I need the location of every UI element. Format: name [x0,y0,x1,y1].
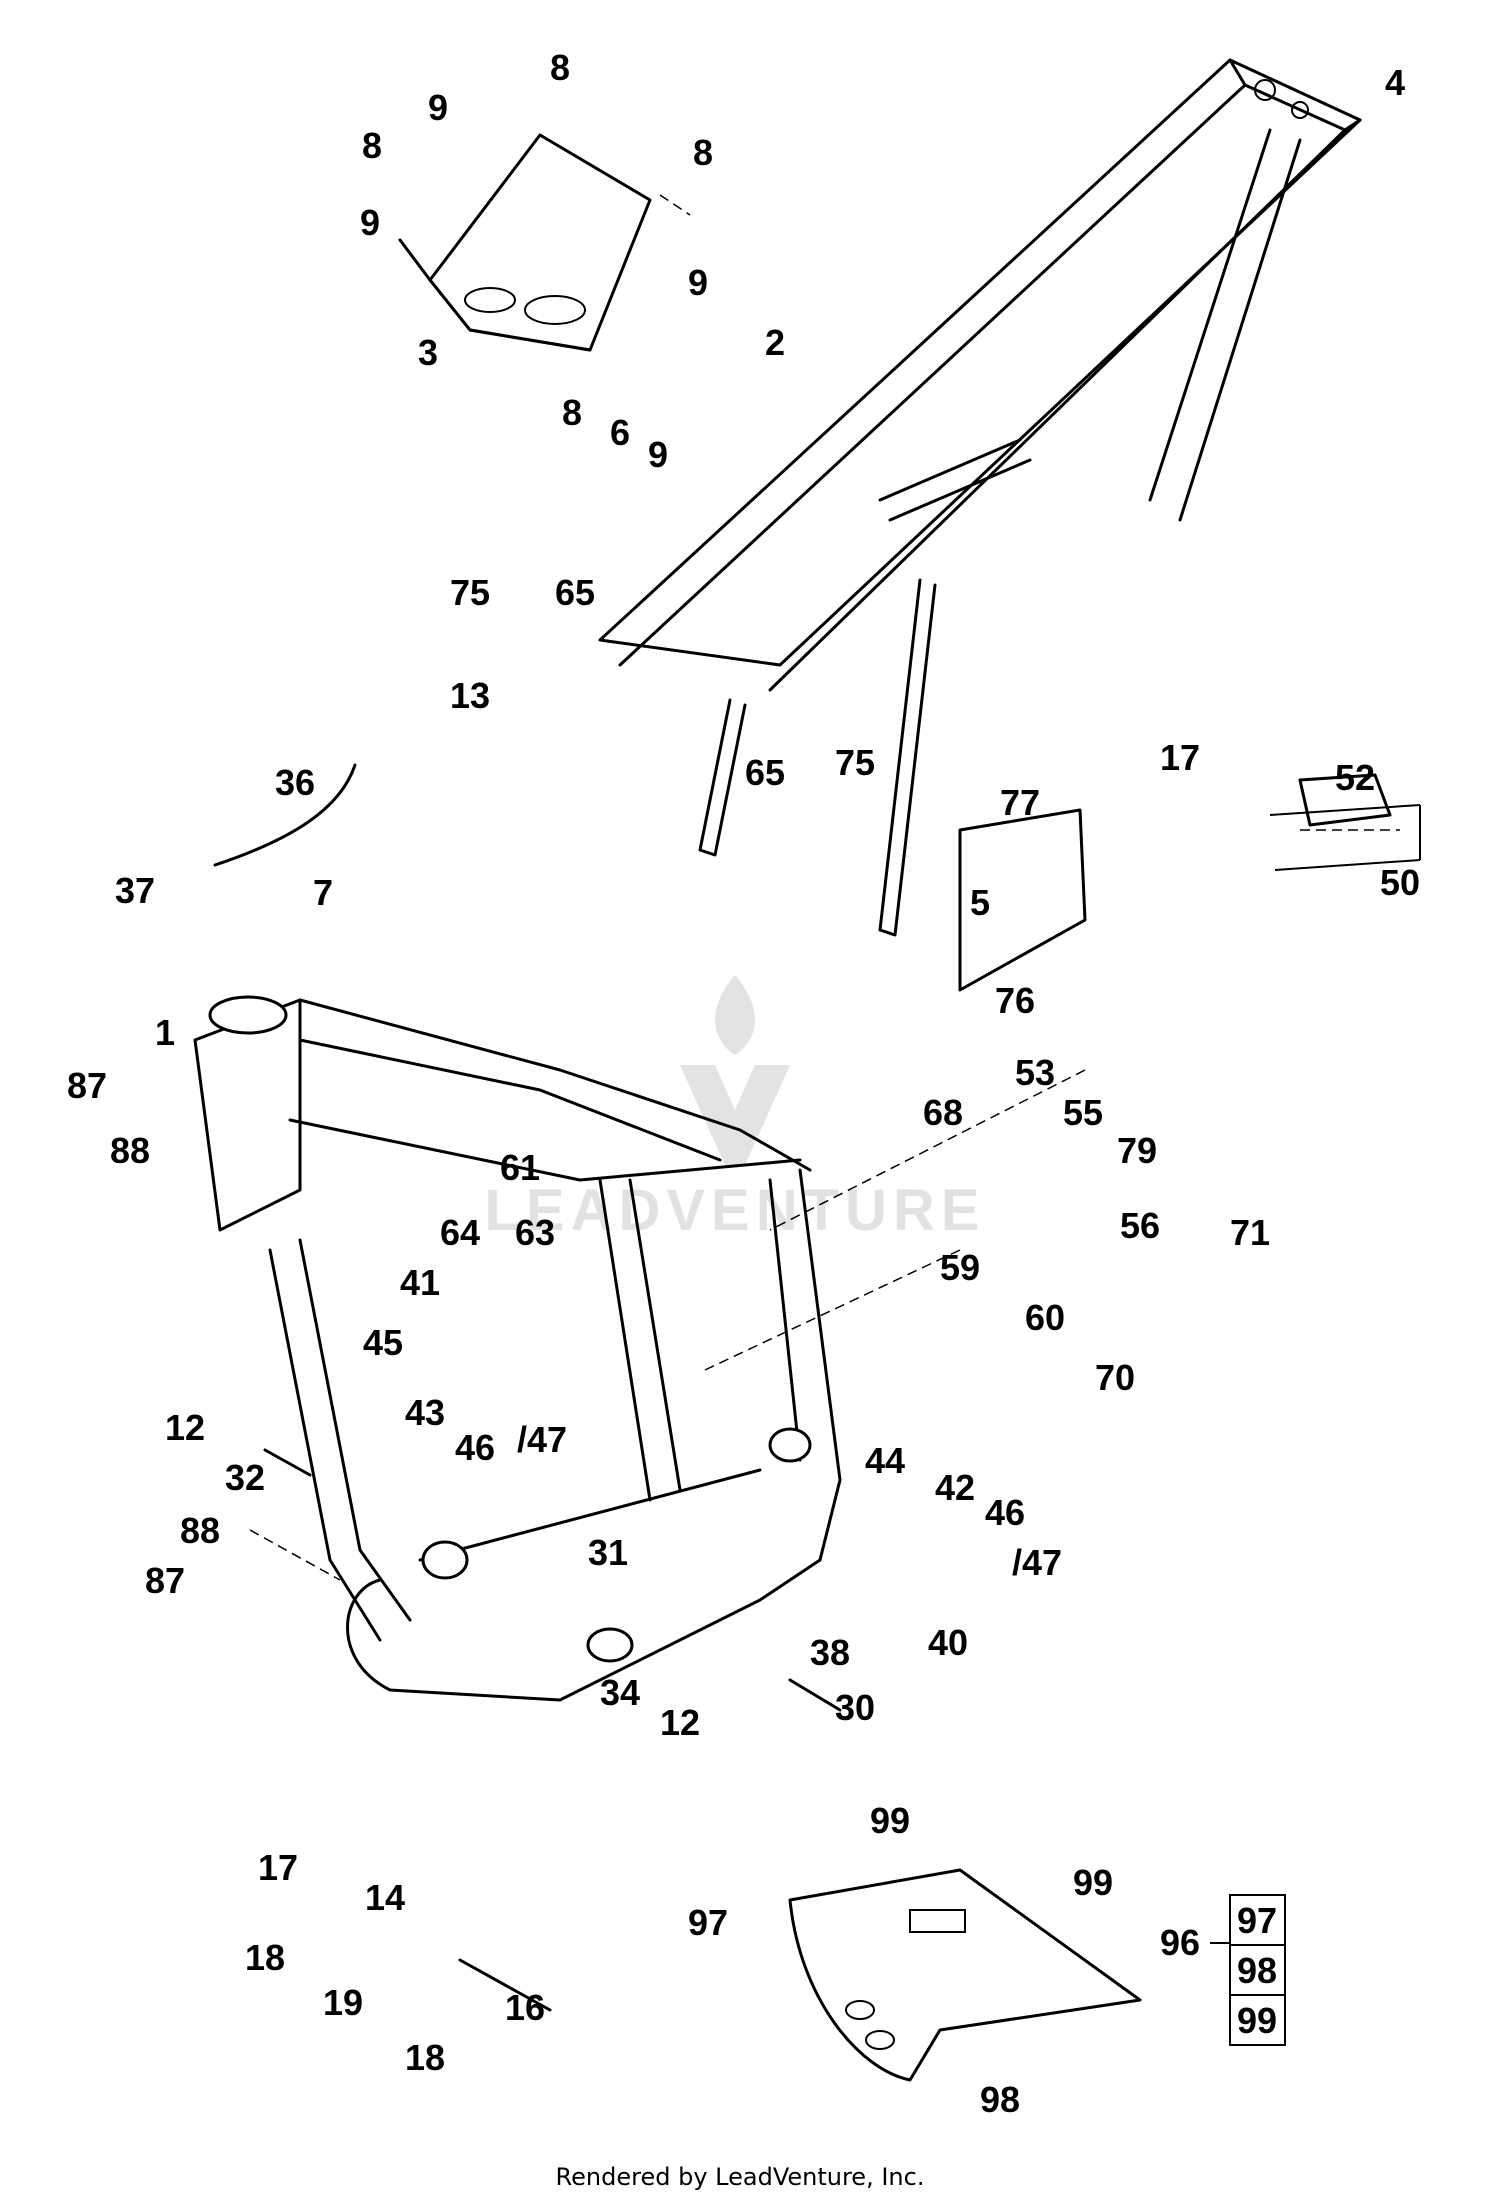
callout-52: 52 [1335,757,1375,798]
callout-88b: 88 [180,1510,220,1551]
kit-box-item: 98 [1237,1950,1277,1991]
watermark-text: LEADVENTURE [484,1178,985,1243]
callout-76: 76 [995,980,1035,1021]
callout-79: 79 [1117,1130,1157,1171]
callout-65a: 65 [555,572,595,613]
callout-42: 42 [935,1467,975,1508]
callout-60: 60 [1025,1297,1065,1338]
callout-45: 45 [363,1322,403,1363]
callout-59: 59 [940,1247,980,1288]
callout-12b: 12 [660,1702,700,1743]
callout-75b: 75 [835,742,875,783]
callout-96: 96 [1160,1922,1200,1963]
callout-53: 53 [1015,1052,1055,1093]
callout-99b: 99 [1073,1862,1113,1903]
callout-14: 14 [365,1877,405,1918]
callout-8a: 8 [550,47,570,88]
callout-64: 64 [440,1212,480,1253]
callout-77: 77 [1000,782,1040,823]
watermark-v-icon [680,1065,790,1165]
callout-5: 5 [970,882,990,923]
kit-box-item: 97 [1237,1900,1277,1941]
footrest-kit-drawing [1269,773,1421,871]
callout-71: 71 [1230,1212,1270,1253]
callout-46b: 46 [985,1492,1025,1533]
watermark: LEADVENTURE [484,975,985,1243]
kit-box: 97 98 99 [1210,1894,1286,2046]
callout-18a: 18 [245,1937,285,1978]
callout-1: 1 [155,1012,175,1053]
kit-box-frame [1229,1894,1286,2046]
subframe-drawing [598,58,1362,937]
callout-68: 68 [923,1092,963,1133]
callout-34: 34 [600,1672,640,1713]
callout-18b: 18 [405,2037,445,2078]
callout-30: 30 [835,1687,875,1728]
callout-47b: /47 [1012,1542,1062,1583]
skid-plate-drawing [788,1868,1142,2082]
callout-87b: 87 [145,1560,185,1601]
callout-8c: 8 [693,132,713,173]
callout-9d: 9 [648,434,668,475]
callout-46a: 46 [455,1427,495,1468]
callout-36: 36 [275,762,315,803]
callout-4: 4 [1385,62,1405,103]
main-frame-drawing [193,995,842,1702]
callout-9c: 9 [688,262,708,303]
callout-17b: 17 [258,1847,298,1888]
callout-labels: 1 2 3 4 5 6 7 8 8 8 8 9 9 9 9 12 12 13 1… [67,47,1420,2120]
side-bracket-drawing [958,808,1087,992]
callout-3: 3 [418,332,438,373]
kit-box-item: 99 [1237,2000,1277,2041]
callout-13: 13 [450,675,490,716]
callout-97: 97 [688,1902,728,1943]
bracket-drawing [398,133,652,352]
callout-61: 61 [500,1147,540,1188]
callout-63: 63 [515,1212,555,1253]
footer-credit: Rendered by LeadVenture, Inc. [556,2163,925,2191]
callout-87a: 87 [67,1065,107,1106]
callout-6: 6 [610,412,630,453]
callout-98: 98 [980,2079,1020,2120]
callout-99a: 99 [870,1800,910,1841]
callout-41: 41 [400,1262,440,1303]
leader-lines [249,194,1400,1581]
callout-44: 44 [865,1440,905,1481]
callout-8d: 8 [562,392,582,433]
callout-65b: 65 [745,752,785,793]
callout-8b: 8 [362,125,382,166]
callout-31: 31 [588,1532,628,1573]
callout-19: 19 [323,1982,363,2023]
callout-2: 2 [765,322,785,363]
callout-40: 40 [928,1622,968,1663]
callout-70: 70 [1095,1357,1135,1398]
bolt-30-drawing [788,1678,842,1712]
callout-32: 32 [225,1457,265,1498]
callout-88a: 88 [110,1130,150,1171]
callout-9a: 9 [428,87,448,128]
callout-75a: 75 [450,572,490,613]
bolt-32-drawing [263,1448,312,1477]
callout-17a: 17 [1160,737,1200,778]
bolt-16-drawing [458,1958,552,2012]
callout-7: 7 [313,872,333,913]
callout-9b: 9 [360,202,380,243]
callout-38: 38 [810,1632,850,1673]
callout-43: 43 [405,1392,445,1433]
tube-36-drawing [213,763,357,867]
callout-50: 50 [1380,862,1420,903]
callout-55: 55 [1063,1092,1103,1133]
callout-12a: 12 [165,1407,205,1448]
callout-47a: /47 [517,1419,567,1460]
watermark-flame-icon [715,975,755,1055]
callout-56: 56 [1120,1205,1160,1246]
callout-16: 16 [505,1987,545,2028]
callout-37: 37 [115,870,155,911]
